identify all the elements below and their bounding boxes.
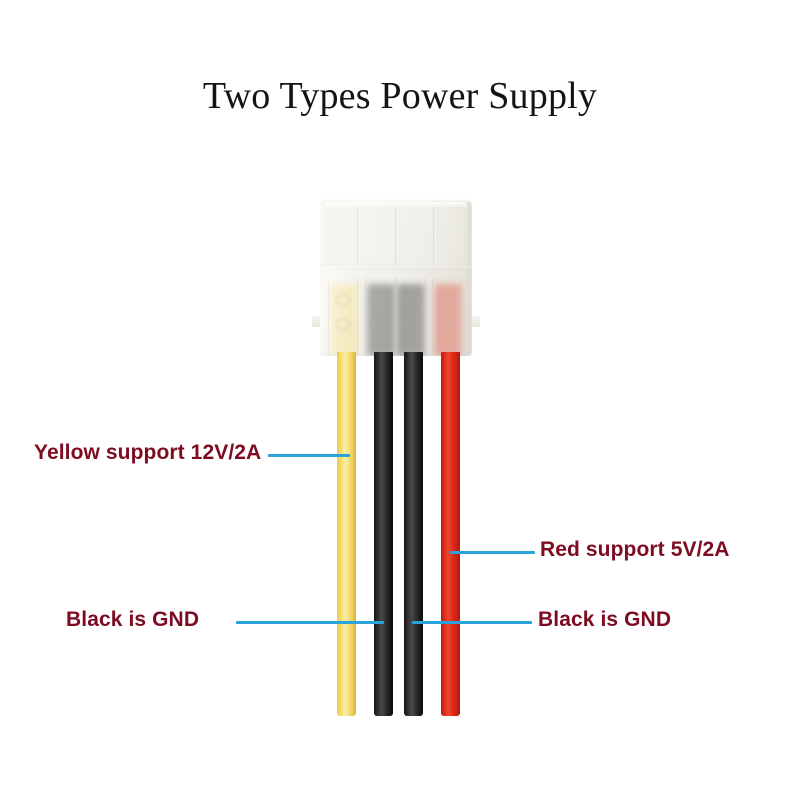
- callout-label-red: Red support 5V/2A: [540, 538, 730, 561]
- callout-label-gnd-right: Black is GND: [538, 608, 672, 631]
- callout-label-gnd-left: Black is GND: [66, 608, 200, 631]
- leader-line-yellow: [268, 454, 350, 457]
- leader-line-gnd-left: [236, 621, 384, 624]
- wire-black-2: [404, 352, 423, 716]
- connector-seam: [395, 207, 396, 265]
- connector-seam: [357, 207, 358, 265]
- molex-connector: [312, 199, 480, 356]
- leader-line-red: [450, 551, 535, 554]
- connector-sheen: [320, 266, 472, 356]
- connector-flange: [312, 257, 480, 327]
- connector-latch-tab-right: [471, 316, 480, 327]
- connector-latch-tab-left: [312, 316, 321, 327]
- page-title: Two Types Power Supply: [202, 75, 598, 117]
- wire-black-1: [374, 352, 393, 716]
- callout-label-yellow: Yellow support 12V/2A: [34, 441, 262, 464]
- leader-line-gnd-right: [412, 621, 532, 624]
- connector-seam: [433, 207, 434, 265]
- wire-red: [441, 352, 460, 716]
- connector-top-highlight: [325, 202, 467, 208]
- connector-upper-body: [320, 199, 472, 268]
- wire-yellow: [337, 352, 356, 716]
- connector-lower-body: [320, 266, 472, 356]
